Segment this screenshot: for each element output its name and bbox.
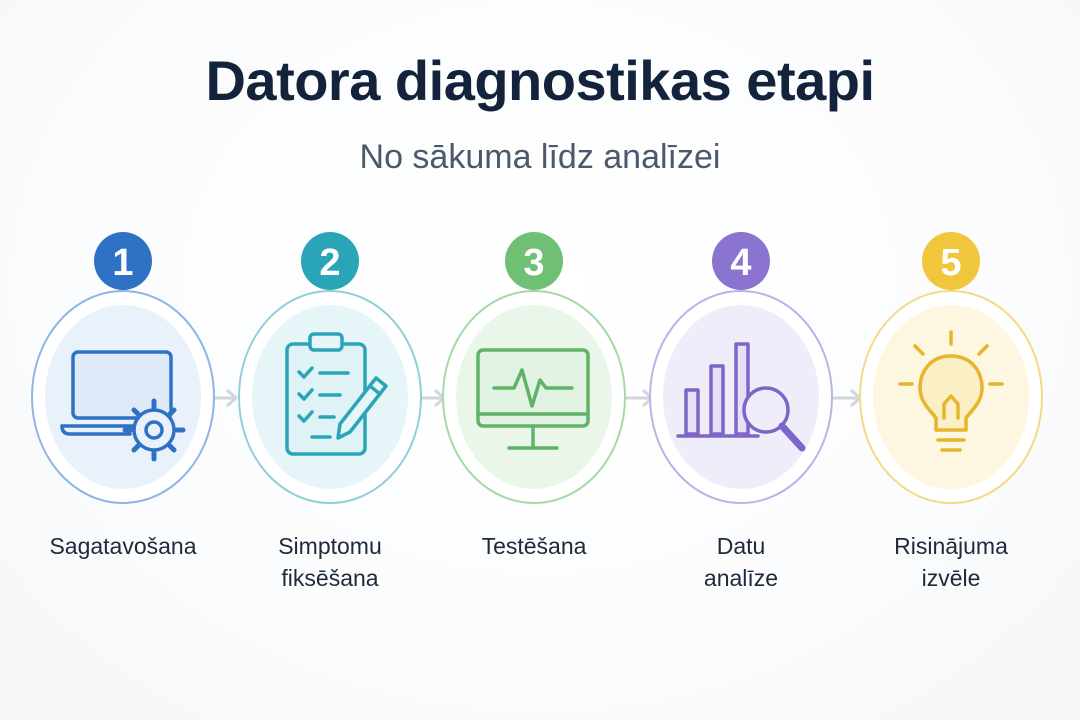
step-1-label: Sagatavošana xyxy=(49,533,197,559)
lightbulb-icon xyxy=(898,330,1004,452)
page-title: Datora diagnostikas etapi xyxy=(205,49,875,112)
laptop-gear-icon xyxy=(60,350,186,462)
step-2-number: 2 xyxy=(319,242,340,284)
step-5: 5 xyxy=(859,232,1043,504)
step-3: 3 xyxy=(442,232,626,504)
step-4-badge xyxy=(712,232,770,290)
step-4-label: Datu analīze xyxy=(703,533,779,591)
page-subtitle: No sākuma līdz analīzei xyxy=(359,138,721,176)
step-4-number: 4 xyxy=(730,242,751,284)
step-5-badge xyxy=(922,232,980,290)
step-4: 4 xyxy=(649,232,833,504)
step-3-number: 3 xyxy=(523,242,544,284)
step-5-label: Risinājuma izvēle xyxy=(894,533,1008,591)
step-2-label: Simptomu fiksēšana xyxy=(278,533,382,591)
monitor-heartbeat-icon xyxy=(476,348,590,450)
clipboard-checklist-pencil-icon xyxy=(285,332,388,456)
step-2-badge xyxy=(301,232,359,290)
bar-chart-magnifier-icon xyxy=(676,342,806,452)
step-5-number: 5 xyxy=(940,242,961,284)
step-3-label: Testēšana xyxy=(481,533,587,559)
step-1: 1 xyxy=(31,232,215,504)
step-2: 2 xyxy=(238,232,422,504)
step-1-badge xyxy=(94,232,152,290)
step-3-badge xyxy=(505,232,563,290)
step-1-number: 1 xyxy=(112,242,133,284)
